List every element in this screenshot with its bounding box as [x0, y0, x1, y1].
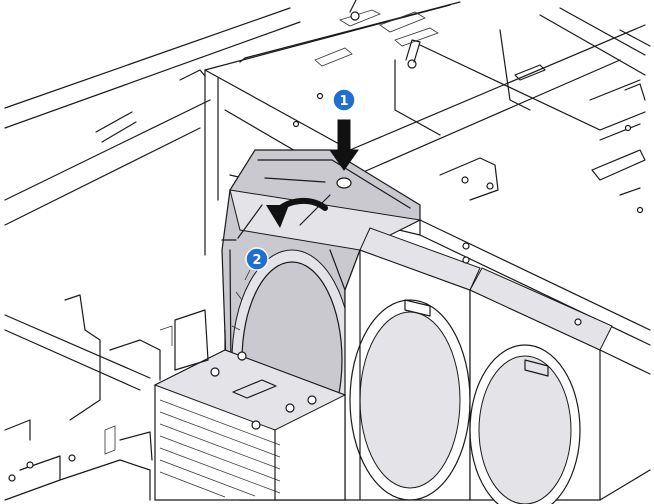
callout-1: 1 — [332, 88, 356, 112]
callout-2-badge — [245, 247, 269, 271]
down-arrow-icon — [329, 119, 359, 171]
callout-1-label: 1 — [339, 94, 348, 109]
callout-2: 2 — [245, 247, 269, 271]
callout-1-badge — [332, 88, 356, 112]
curved-arrow-icon — [266, 198, 328, 228]
motherboard-components — [4, 294, 209, 501]
callout-2-label: 2 — [252, 253, 261, 268]
heat-sink — [153, 329, 347, 501]
fan-module-3 — [469, 267, 651, 504]
chassis-frame — [4, 7, 651, 226]
fan-module-2 — [344, 227, 481, 501]
